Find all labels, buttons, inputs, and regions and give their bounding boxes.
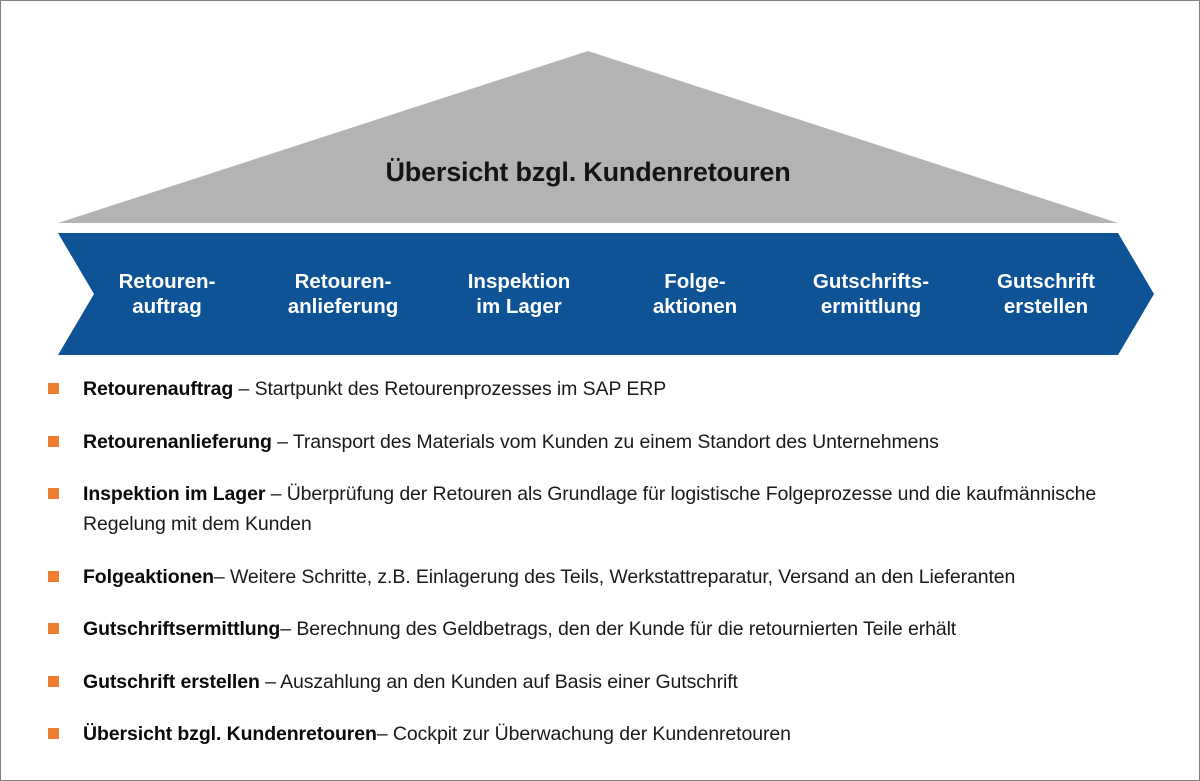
legend-item-text: Folgeaktionen– Weitere Schritte, z.B. Ei… — [83, 563, 1168, 593]
legend-item-description: – Weitere Schritte, z.B. Einlagerung des… — [213, 565, 1016, 588]
process-step-retourenauftrag[interactable]: Retouren-auftrag — [58, 233, 276, 355]
process-step-line2: erstellen — [1003, 295, 1089, 318]
legend-item-description: – Berechnung des Geldbetrags, den der Ku… — [280, 618, 957, 641]
process-step-retourenanlieferung[interactable]: Retouren-anlieferung — [234, 233, 452, 355]
list-item: Übersicht bzgl. Kundenretouren– Cockpit … — [48, 720, 1168, 750]
list-item: Folgeaktionen– Weitere Schritte, z.B. Ei… — [48, 563, 1168, 593]
square-bullet-icon — [48, 728, 59, 740]
process-step-label: Gutschrifts-ermittlung — [813, 269, 929, 319]
square-bullet-icon — [48, 488, 59, 500]
legend-item-term: Retourenauftrag — [83, 378, 234, 400]
roof-triangle-shape — [58, 51, 1118, 223]
list-item: Retourenauftrag – Startpunkt des Retoure… — [48, 375, 1168, 405]
list-item: Gutschriftsermittlung– Berechnung des Ge… — [48, 615, 1168, 645]
legend-item-text: Retourenanlieferung – Transport des Mate… — [83, 428, 1168, 458]
process-step-label: Folge-aktionen — [653, 269, 737, 319]
legend-item-description: – Transport des Materials vom Kunden zu … — [271, 430, 939, 453]
process-step-line1: Gutschrifts- — [812, 270, 930, 293]
roof-title: Übersicht bzgl. Kundenretouren — [385, 157, 791, 187]
process-step-label: Retouren-auftrag — [119, 269, 216, 319]
legend-item-text: Retourenauftrag – Startpunkt des Retoure… — [83, 375, 1168, 405]
process-step-line2: anlieferung — [287, 295, 399, 318]
legend-item-term: Gutschriftsermittlung — [83, 618, 281, 641]
process-chevron-band: Retouren-auftrag Retouren-anlieferung In… — [58, 233, 1154, 355]
legend-item-text: Übersicht bzgl. Kundenretouren– Cockpit … — [83, 720, 1168, 750]
legend-item-term: Inspektion im Lager — [83, 483, 266, 506]
square-bullet-icon — [48, 435, 59, 447]
legend-item-description: – Cockpit zur Überwachung der Kundenreto… — [376, 723, 791, 746]
process-step-gutschriftsermittlung[interactable]: Gutschrifts-ermittlung — [762, 233, 980, 355]
roof-triangle: Übersicht bzgl. Kundenretouren — [58, 51, 1118, 225]
legend-item-text: Inspektion im Lager – Überprüfung der Re… — [83, 480, 1168, 539]
legend-list: Retourenauftrag – Startpunkt des Retoure… — [48, 375, 1168, 773]
square-bullet-icon — [48, 383, 59, 394]
process-step-folgeaktionen[interactable]: Folge-aktionen — [586, 233, 804, 355]
process-step-line1: Retouren- — [118, 270, 216, 293]
process-step-line1: Gutschrift — [997, 270, 1095, 293]
process-step-line2: auftrag — [132, 295, 202, 318]
legend-item-text: Gutschriftsermittlung– Berechnung des Ge… — [83, 615, 1168, 645]
process-step-line1: Inspektion — [467, 270, 571, 293]
process-step-line1: Retouren- — [294, 270, 392, 293]
legend-item-term: Gutschrift erstellen — [83, 670, 260, 693]
square-bullet-icon — [48, 623, 59, 635]
legend-item-text: Gutschrift erstellen – Auszahlung an den… — [83, 668, 1168, 698]
process-step-line2: im Lager — [476, 295, 562, 318]
process-step-line1: Folge- — [664, 270, 726, 293]
legend-item-description: – Auszahlung an den Kunden auf Basis ein… — [259, 670, 738, 693]
list-item: Retourenanlieferung – Transport des Mate… — [48, 428, 1168, 458]
legend-item-description: – Startpunkt des Retourenprozesses im SA… — [233, 378, 667, 400]
process-step-label: Retouren-anlieferung — [288, 269, 399, 319]
list-item: Inspektion im Lager – Überprüfung der Re… — [48, 480, 1168, 539]
legend-item-description: – Überprüfung der Retouren als Grundlage… — [83, 483, 1097, 535]
legend-item-term: Übersicht bzgl. Kundenretouren — [83, 723, 377, 746]
square-bullet-icon — [48, 675, 59, 687]
list-item: Gutschrift erstellen – Auszahlung an den… — [48, 668, 1168, 698]
legend-item-term: Folgeaktionen — [83, 565, 214, 588]
square-bullet-icon — [48, 570, 59, 582]
process-step-line2: ermittlung — [820, 295, 922, 318]
legend-item-term: Retourenanlieferung — [83, 430, 272, 453]
process-step-line2: aktionen — [652, 295, 738, 318]
